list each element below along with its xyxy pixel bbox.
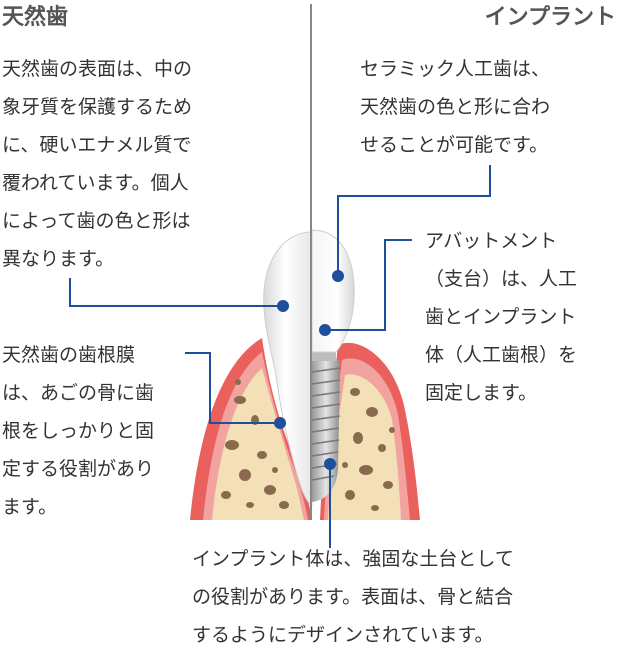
text-line: 歯とインプラント: [425, 306, 577, 328]
leader-line-natural-surface: [69, 278, 283, 307]
implant-fixture: [311, 360, 341, 502]
marker-natural-surface: [277, 300, 289, 312]
heading-natural-tooth: 天然歯: [2, 5, 69, 30]
text-abutment: アバットメント （支台）は、人工 歯とインプラント 体（人工歯根）を 固定します…: [425, 222, 577, 412]
text-line: の役割があります。表面は、骨と結合: [192, 586, 514, 608]
ceramic-crown: [311, 229, 355, 353]
marker-fixture: [324, 458, 336, 470]
text-line: ます。: [2, 496, 58, 518]
text-line: 体（人工歯根）を: [425, 344, 578, 366]
implant-gum-bone: [320, 342, 420, 520]
text-line: せることが可能です。: [360, 134, 549, 156]
text-line: は、あごの骨に歯: [2, 382, 155, 404]
text-line: （支台）は、人工: [425, 268, 578, 290]
leader-line-ceramic-crown: [337, 165, 491, 276]
text-line: によって歯の色と形は: [2, 210, 191, 232]
marker-ceramic-crown: [332, 270, 344, 282]
text-line: 天然歯の表面は、中の: [2, 58, 193, 80]
text-line: 天然歯の歯根膜: [2, 344, 136, 366]
natural-gum-bone: [190, 338, 312, 520]
text-line: セラミック人工歯は、: [360, 58, 551, 80]
text-line: 天然歯の色と形に合わ: [360, 96, 551, 118]
leader-line-abutment: [325, 239, 412, 331]
text-line: 覆われています。個人: [2, 172, 189, 194]
natural-tooth: [263, 231, 313, 506]
text-line: 定する役割があり: [2, 458, 155, 480]
heading-implant: インプラント: [484, 5, 616, 30]
text-line: 象牙質を保護するため: [2, 96, 193, 118]
text-line: 異なります。: [2, 248, 115, 270]
text-natural-surface: 天然歯の表面は、中の 象牙質を保護するため に、硬いエナメル質で 覆われています…: [2, 50, 192, 278]
text-line: インプラント体は、強固な土台として: [192, 548, 514, 570]
text-line: 固定します。: [425, 382, 538, 404]
leader-line-natural-root: [185, 352, 280, 424]
text-line: に、硬いエナメル質で: [2, 134, 192, 156]
text-fixture: インプラント体は、強固な土台として の役割があります。表面は、骨と結合 するよう…: [192, 540, 514, 654]
text-line: アバットメント: [425, 230, 558, 252]
marker-natural-root: [274, 417, 286, 429]
text-line: するようにデザインされています。: [192, 624, 494, 646]
text-natural-root: 天然歯の歯根膜 は、あごの骨に歯 根をしっかりと固 定する役割があり ます。: [2, 336, 154, 526]
text-line: 根をしっかりと固: [2, 420, 155, 442]
text-ceramic-crown: セラミック人工歯は、 天然歯の色と形に合わ せることが可能です。: [360, 50, 550, 164]
marker-abutment: [319, 324, 331, 336]
